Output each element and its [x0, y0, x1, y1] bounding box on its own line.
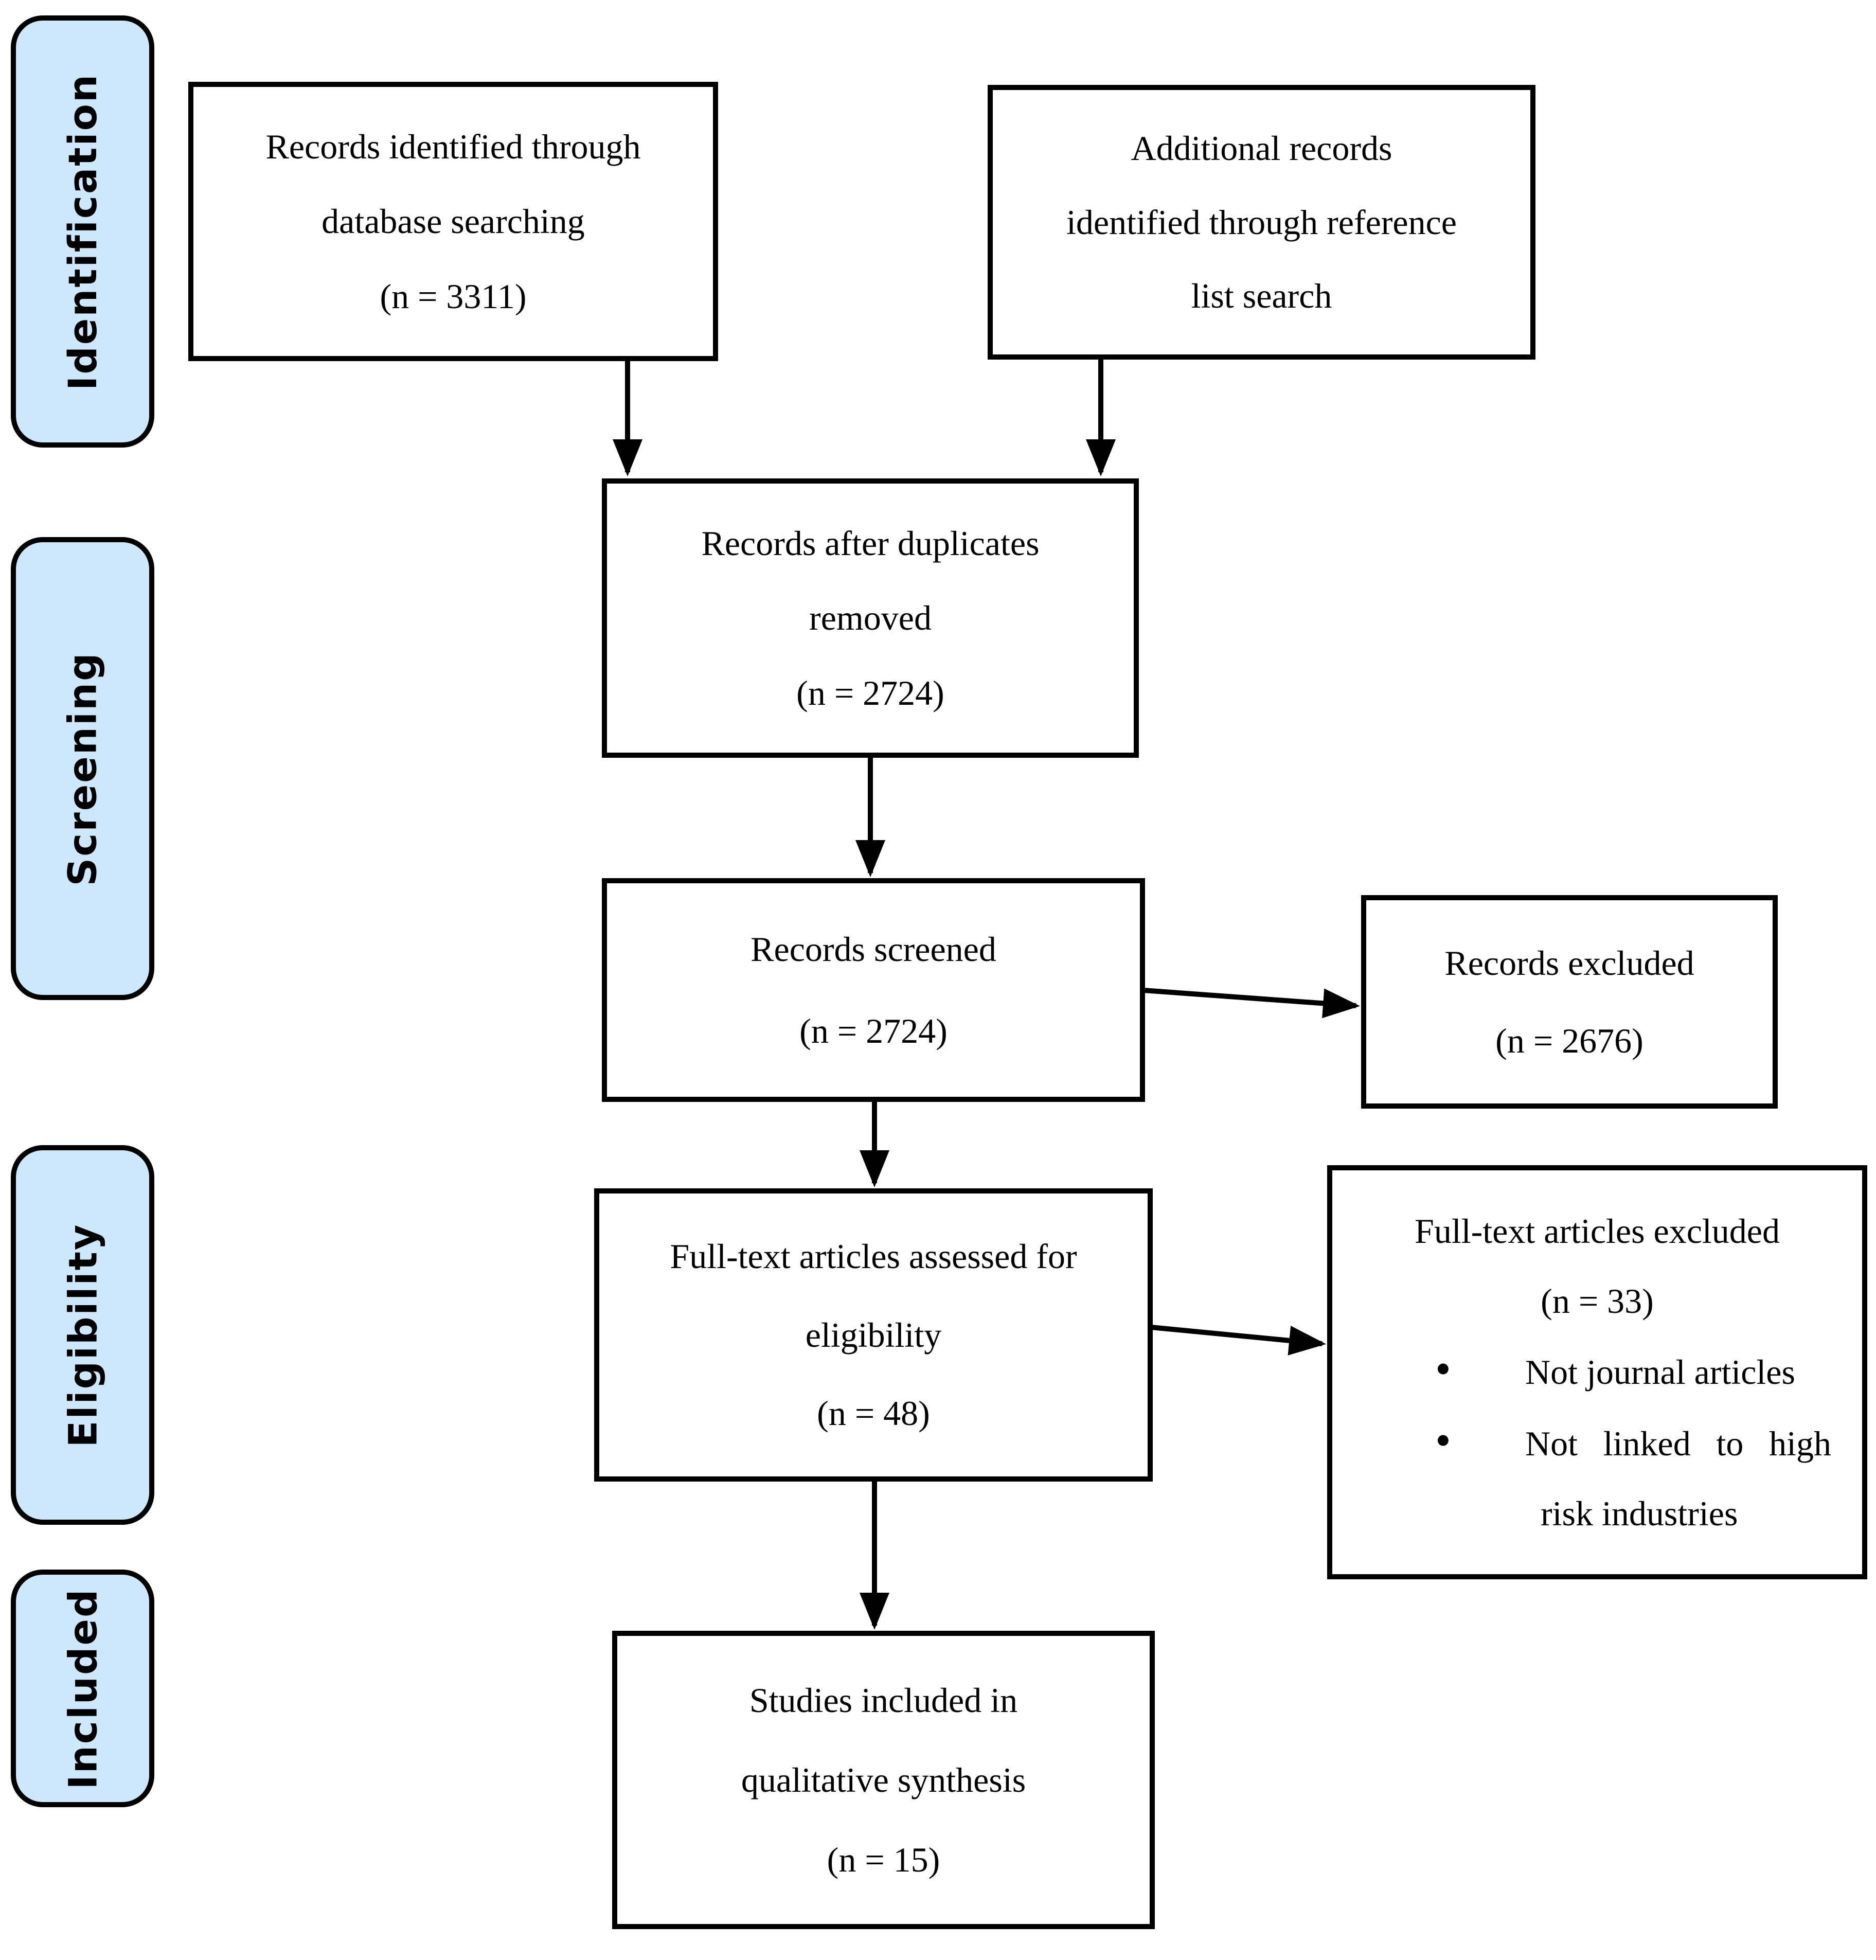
box-text-line: eligibility — [805, 1315, 942, 1355]
stage-eligibility-label: Eligibility — [60, 1223, 105, 1447]
box-text-line: Records after duplicates — [701, 523, 1040, 563]
box-count: (n = 2676) — [1495, 1021, 1643, 1061]
exclusion-reason-item: • Not linked to high — [1348, 1415, 1847, 1466]
box-text-line: removed — [809, 598, 932, 638]
arrow-fulltext-to-fulltext-excluded — [1151, 1325, 1326, 1356]
box-additional-records: Additional records identified through re… — [988, 85, 1535, 360]
box-count: (n = 2724) — [799, 1011, 948, 1050]
box-fulltext-assessed: Full-text articles assessed for eligibil… — [594, 1188, 1153, 1482]
box-text-line: Full-text articles assessed for — [670, 1237, 1077, 1276]
stage-identification-label: Identification — [60, 73, 105, 390]
box-text-line: Records screened — [751, 930, 996, 969]
box-count: (n = 33) — [1541, 1281, 1654, 1321]
stage-eligibility: Eligibility — [11, 1145, 154, 1525]
stage-included-label: Included — [60, 1588, 106, 1789]
box-count: (n = 15) — [827, 1840, 940, 1879]
exclusion-reason-text-continued: risk industries — [1541, 1493, 1738, 1533]
box-text-line: Records excluded — [1444, 943, 1694, 983]
box-text-line: list search — [1191, 276, 1332, 316]
box-text-line: Full-text articles excluded — [1415, 1211, 1780, 1251]
box-text-line: database searching — [321, 202, 585, 241]
box-text-line: identified through reference — [1066, 202, 1457, 242]
box-count: (n = 48) — [817, 1394, 930, 1433]
box-count: (n = 3311) — [380, 277, 527, 316]
box-studies-included: Studies included in qualitative synthesi… — [612, 1631, 1155, 1929]
arrow-screened-to-excluded — [1143, 988, 1360, 1019]
stage-included: Included — [11, 1570, 154, 1807]
box-text-line: Additional records — [1131, 129, 1392, 168]
exclusion-reason-text: Not linked to high — [1525, 1423, 1831, 1463]
box-records-identified: Records identified through database sear… — [188, 82, 718, 361]
exclusion-reason-item: • Not journal articles — [1348, 1344, 1847, 1395]
stage-identification: Identification — [11, 15, 154, 448]
stage-screening-label: Screening — [60, 651, 105, 886]
box-records-excluded: Records excluded (n = 2676) — [1361, 895, 1778, 1109]
box-records-after-duplicates: Records after duplicates removed (n = 27… — [602, 478, 1139, 758]
box-text-line: Records identified through — [265, 127, 641, 166]
stage-screening: Screening — [11, 537, 154, 1000]
box-records-screened: Records screened (n = 2724) — [602, 878, 1145, 1102]
box-text-line: qualitative synthesis — [741, 1760, 1026, 1799]
bullet-icon: • — [1435, 1344, 1451, 1395]
box-count: (n = 2724) — [796, 673, 944, 713]
bullet-icon: • — [1435, 1415, 1451, 1466]
exclusion-reason-text: Not journal articles — [1525, 1352, 1795, 1392]
box-fulltext-excluded: Full-text articles excluded (n = 33) • N… — [1327, 1165, 1867, 1579]
box-text-line: Studies included in — [749, 1680, 1018, 1720]
